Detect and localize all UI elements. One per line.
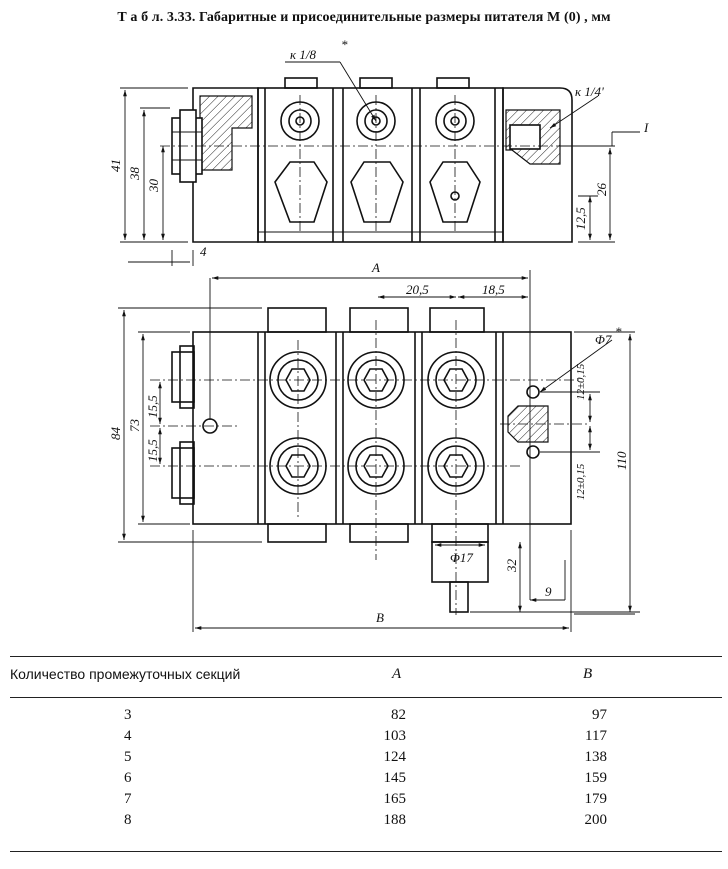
dim-38: 38 <box>127 167 142 182</box>
cell-B: 97 <box>592 707 607 723</box>
dim-20-5: 20,5 <box>406 282 429 297</box>
cell-A: 103 <box>383 728 407 744</box>
dim-15-5-top: 15,5 <box>145 395 160 418</box>
cell-A: 82 <box>391 707 406 723</box>
dim-phi-7: Φ7 <box>595 332 612 347</box>
dim-12-5: 12,5 <box>573 207 588 230</box>
header-sections-count: Количество промежуточных секций <box>10 666 241 682</box>
right-end-cap <box>502 87 573 243</box>
note-star-2: * <box>615 324 622 339</box>
dim-26: 26 <box>594 183 609 197</box>
table-bottom-rule <box>10 851 722 852</box>
cell-A: 124 <box>383 749 407 765</box>
thread-label-1-4: к 1/4' <box>575 84 604 99</box>
cell-count: 4 <box>124 728 132 744</box>
dim-84: 84 <box>108 427 123 441</box>
dim-9: 9 <box>545 584 552 599</box>
dim-phi-17: Φ17 <box>450 550 473 565</box>
cell-A: 165 <box>383 791 407 807</box>
cell-B: 159 <box>584 770 608 786</box>
front-fittings <box>269 351 485 495</box>
note-star: * <box>341 37 348 52</box>
section-mark: I <box>643 120 649 135</box>
dim-12-bottom: 12±0,15 <box>575 463 587 500</box>
dim-B: B <box>376 610 384 625</box>
dim-12-top: 12±0,15 <box>575 363 587 400</box>
cell-A: 145 <box>383 770 407 786</box>
cell-B: 179 <box>584 791 608 807</box>
cell-count: 3 <box>124 707 132 723</box>
table-caption: Т а б л. 3.33. Габаритные и присоедините… <box>117 10 611 25</box>
dim-73: 73 <box>127 419 142 433</box>
dim-15-5-bottom: 15,5 <box>145 439 160 462</box>
dim-110: 110 <box>614 451 629 470</box>
cell-count: 6 <box>124 770 132 786</box>
front-view <box>118 270 640 632</box>
dim-A: A <box>371 260 380 275</box>
front-view-labels: A 20,5 18,5 84 73 15,5 15,5 Φ7 * 12±0,15… <box>108 260 629 625</box>
top-view-labels: к 1/8 * к 1/4' I 41 38 30 4 26 12,5 <box>108 37 649 259</box>
cell-A: 188 <box>383 812 407 828</box>
cell-B: 138 <box>584 749 608 765</box>
thread-label-1-8: к 1/8 <box>290 47 316 62</box>
table-top-rule <box>10 656 722 657</box>
cell-count: 5 <box>124 749 132 765</box>
technical-drawing: к 1/8 * к 1/4' I 41 38 30 4 26 12,5 <box>108 37 649 632</box>
dim-41: 41 <box>108 159 123 172</box>
dim-4: 4 <box>200 244 207 259</box>
dim-30: 30 <box>146 179 161 194</box>
cell-B: 200 <box>584 812 608 828</box>
top-view <box>120 61 640 266</box>
header-B: B <box>583 666 593 682</box>
table-header-rule <box>10 697 722 698</box>
dim-32: 32 <box>504 559 519 574</box>
cell-B: 117 <box>585 728 607 744</box>
cell-count: 7 <box>124 791 132 807</box>
cell-count: 8 <box>124 812 132 828</box>
header-A: A <box>392 666 402 682</box>
dim-18-5: 18,5 <box>482 282 505 297</box>
